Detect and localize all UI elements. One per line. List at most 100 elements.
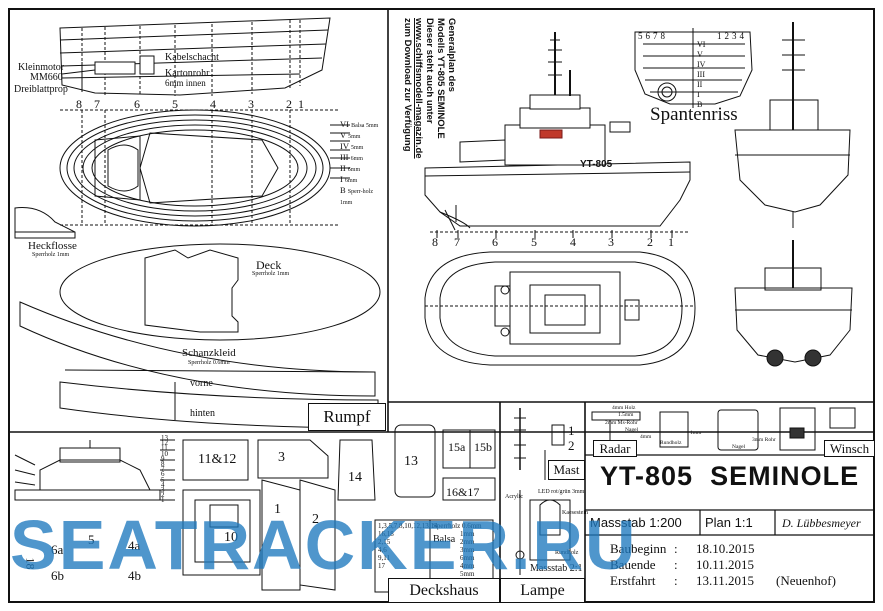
part-3: 3: [278, 450, 285, 465]
note-line-2: Modells YT-805 SEMINOLE: [435, 18, 446, 139]
material-value: 6mm: [460, 554, 475, 562]
heckflosse-label: Heckflosse: [28, 240, 77, 252]
note-line-3: Dieser steht auch unter: [424, 18, 435, 124]
generalplan-note: Generalplan des Modells YT-805 SEMINOLE …: [402, 18, 457, 159]
material-parts-row: 4,6: [378, 546, 387, 554]
title-main: YT-805 SEMINOLE: [600, 461, 859, 492]
hinten-label: hinten: [190, 408, 215, 419]
frame-num: 5: [172, 97, 178, 111]
note-line-5: zum Download zur Verfügung: [402, 18, 413, 152]
radar-note: 1mm: [690, 430, 702, 436]
deck-label: Deck: [256, 258, 282, 272]
layer-note: 6mm: [347, 167, 361, 173]
layer-note: Sperr-holz 1mm: [340, 189, 374, 206]
spantenriss-layers: VI V IV III II I B: [697, 40, 705, 110]
spantenriss-left-nums: 5678: [638, 31, 668, 41]
note-line-4: www.schiffsmodell-magazin.de: [413, 18, 424, 159]
part-13: 13: [404, 454, 418, 469]
radar-note: Rundholz: [660, 440, 682, 446]
callout-num: 10: [161, 449, 168, 458]
part-16-17: 16&17: [446, 485, 480, 499]
frame-num: 3: [608, 235, 614, 249]
material-value: 5mm: [460, 570, 475, 578]
material-parts-row: 17: [378, 562, 385, 570]
date-extra: (Neuenhof): [776, 573, 836, 588]
callout-num: 9: [161, 454, 165, 463]
mast-label: Mast: [548, 460, 585, 480]
layer-label: I: [340, 174, 343, 184]
material-value: 1mm: [460, 530, 475, 538]
radar-note: 3mm Rohr: [752, 437, 776, 443]
author-signature: D. Lübbesmeyer: [782, 516, 861, 530]
callout-num: 3: [161, 486, 165, 495]
part-6b: 6b: [51, 568, 64, 583]
section-num: 4: [739, 31, 747, 41]
frame-num: 8: [76, 97, 82, 111]
callout-num: 7: [161, 465, 165, 474]
deckshaus-callouts: 13 12 11 10 9 8 7 6 5 4 3 2 1: [161, 434, 168, 504]
frame-num: 6: [134, 97, 140, 111]
ship-name-label: YT-805: [580, 159, 613, 170]
massstab-label: Massstab 1:200: [590, 515, 682, 530]
section-num: 8: [660, 31, 668, 41]
layer-label: B: [340, 185, 346, 195]
part-6a: 6a: [51, 542, 64, 557]
section-num: 2: [724, 31, 732, 41]
deck-note: Sperrholz 1mm: [252, 271, 290, 277]
date-label: Erstfahrt: [610, 573, 656, 588]
radar-note: 1.5mm: [618, 412, 634, 418]
layer-label: IV: [697, 60, 706, 69]
material-value: 4mm: [460, 562, 475, 570]
mast-part-1: 1: [568, 423, 575, 438]
mast-part-2: 2: [568, 438, 575, 453]
date-value: 10.11.2015: [696, 557, 755, 572]
vorne-label: vorne: [190, 378, 213, 389]
deckshaus-label: Deckshaus: [388, 578, 500, 603]
frame-num: 6: [492, 235, 498, 249]
hull-layer-labels: VI Balsa 5mm V 5mm IV 5mm III 6mm II 6mm…: [340, 120, 385, 208]
material-table: 1,3,5,7,8,10,12,13,14 16,18 2,15 4,6 9,1…: [378, 520, 493, 590]
layer-label: V: [340, 130, 346, 140]
frame-num: 1: [298, 97, 304, 111]
callout-num: 5: [161, 475, 165, 484]
section-num: 3: [732, 31, 740, 41]
part-4b: 4b: [128, 568, 141, 583]
kleinmotor-label: Kleinmotor: [18, 62, 65, 73]
dates-table: Baubeginn : 18.10.2015 Bauende : 10.11.2…: [610, 541, 860, 589]
winsch-label: Winsch: [824, 440, 875, 457]
lampe-note-rundholz: Rundholz: [555, 550, 579, 556]
part-15b: 15b: [474, 440, 492, 454]
layer-label: II: [340, 163, 346, 173]
radar-note: 2mm Ms-Rohr: [605, 420, 638, 426]
material-value: 2mm: [460, 538, 475, 546]
material-parts-row: 2,15: [378, 538, 391, 546]
mm660-label: MM660: [30, 72, 63, 83]
frame-num: 7: [94, 97, 100, 111]
radar-note: Nagel: [625, 427, 639, 433]
date-label: Baubeginn: [610, 541, 667, 556]
date-value: 18.10.2015: [696, 541, 755, 556]
title-name: SEMINOLE: [710, 461, 860, 491]
layer-note: Balsa 5mm: [351, 123, 379, 129]
layer-note: 6mm: [350, 156, 363, 162]
lampe-label: Lampe: [500, 578, 585, 603]
material-value: 3mm: [460, 546, 475, 554]
material-balsa: Balsa: [433, 534, 456, 545]
heckflosse-note: Sperrholz 1mm: [32, 252, 70, 258]
layer-label: II: [697, 80, 703, 89]
kartonrohr-label: Kartonrohr: [165, 68, 210, 79]
layer-note: 5mm: [350, 145, 364, 151]
plan-label: Plan 1:1: [705, 515, 753, 530]
frame-num: 2: [286, 97, 292, 111]
callout-num: 6: [161, 470, 165, 479]
layer-label: B: [697, 100, 703, 109]
callout-num: 12: [161, 439, 168, 448]
frame-num: 7: [454, 235, 460, 249]
date-row: Erstfahrt : 13.11.2015 (Neuenhof): [610, 573, 836, 588]
frame-num: 5: [531, 235, 537, 249]
title-model: YT-805: [600, 461, 694, 491]
layer-note: 6mm: [344, 178, 358, 184]
date-row: Baubeginn : 18.10.2015: [610, 541, 755, 556]
section-num: 6: [645, 31, 653, 41]
part-10: 10: [224, 530, 238, 545]
